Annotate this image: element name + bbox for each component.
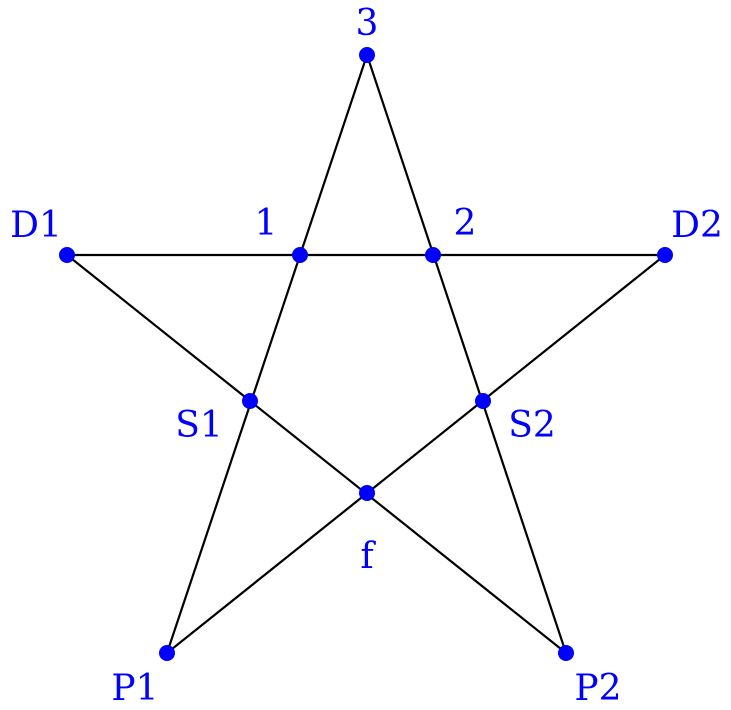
node-3	[359, 47, 375, 63]
edge-d1-p2	[66, 254, 567, 654]
label-f: f	[360, 536, 376, 577]
label-d1: D1	[10, 205, 62, 246]
label-1: 1	[255, 203, 278, 244]
node-d1	[59, 247, 75, 263]
label-s2: S2	[508, 405, 556, 446]
node-labels: 3 1 2 D1 D2 S1 S2 f P1 P2	[10, 3, 723, 709]
edge-3-p1	[165, 54, 369, 654]
node-s2	[475, 393, 491, 409]
label-p1: P1	[111, 668, 158, 709]
edge-d2-p1	[166, 254, 666, 654]
node-d2	[657, 247, 673, 263]
label-s1: S1	[175, 405, 223, 446]
edge-3-p2	[365, 54, 568, 654]
label-3: 3	[356, 3, 379, 44]
label-p2: P2	[574, 668, 621, 709]
node-1	[292, 247, 308, 263]
node-2	[425, 247, 441, 263]
nodes	[59, 47, 673, 661]
node-p1	[159, 645, 175, 661]
edges	[66, 54, 666, 654]
node-p2	[558, 645, 574, 661]
label-d2: D2	[671, 205, 723, 246]
node-s1	[242, 393, 258, 409]
node-f	[359, 485, 375, 501]
label-2: 2	[454, 203, 477, 244]
